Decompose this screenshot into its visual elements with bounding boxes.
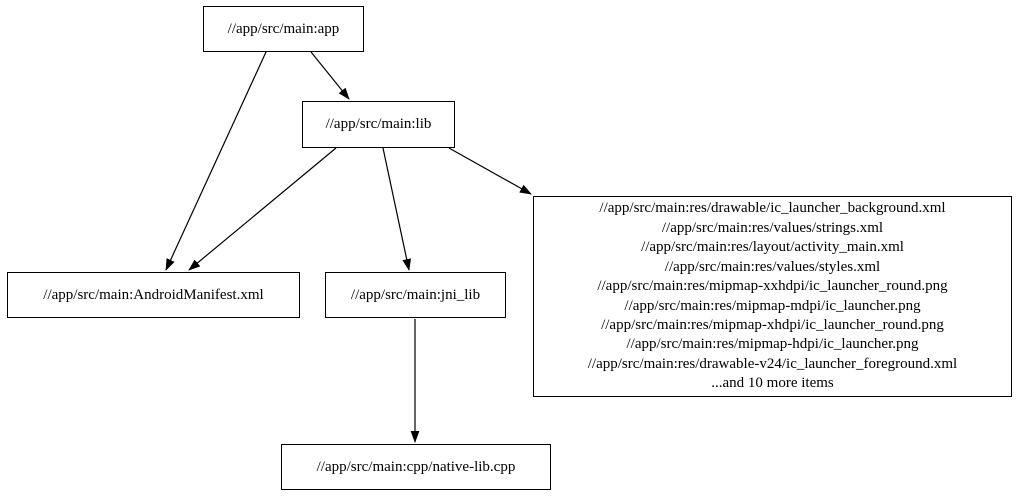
resource-more-items: ...and 10 more items: [711, 375, 834, 392]
resource-item: //app/src/main:res/values/strings.xml: [661, 219, 884, 236]
resource-item: //app/src/main:res/mipmap-xxhdpi/ic_laun…: [597, 278, 948, 295]
resource-item: //app/src/main:res/mipmap-hdpi/ic_launch…: [626, 336, 919, 353]
node-jni-lib: //app/src/main:jni_lib: [325, 272, 506, 318]
resource-item: //app/src/main:res/drawable/ic_launcher_…: [599, 200, 946, 217]
node-lib: //app/src/main:lib: [302, 101, 455, 148]
resource-item: //app/src/main:res/values/styles.xml: [664, 258, 881, 275]
node-android-manifest: //app/src/main:AndroidManifest.xml: [7, 272, 300, 318]
resource-item: //app/src/main:res/mipmap-mdpi/ic_launch…: [624, 297, 921, 314]
node-resources-list: //app/src/main:res/drawable/ic_launcher_…: [533, 196, 1012, 397]
edge-app-to-lib: [310, 51, 350, 100]
node-lib-label: //app/src/main:lib: [325, 116, 432, 132]
edge-lib-to-resources: [448, 147, 532, 195]
resource-item: //app/src/main:res/mipmap-xhdpi/ic_launc…: [601, 316, 944, 333]
resource-item: //app/src/main:res/drawable-v24/ic_launc…: [587, 355, 958, 372]
node-android-manifest-label: //app/src/main:AndroidManifest.xml: [43, 286, 264, 303]
node-app: //app/src/main:app: [203, 6, 364, 52]
node-app-label: //app/src/main:app: [227, 20, 340, 37]
node-jni-lib-label: //app/src/main:jni_lib: [350, 286, 481, 303]
node-native-lib-cpp: //app/src/main:cpp/native-lib.cpp: [281, 444, 551, 490]
edge-lib-to-jni-lib: [382, 147, 412, 271]
resource-item: //app/src/main:res/layout/activity_main.…: [641, 239, 904, 256]
edge-app-to-manifest: [165, 51, 267, 271]
edge-lib-to-manifest: [188, 147, 337, 271]
node-native-lib-cpp-label: //app/src/main:cpp/native-lib.cpp: [316, 458, 516, 475]
